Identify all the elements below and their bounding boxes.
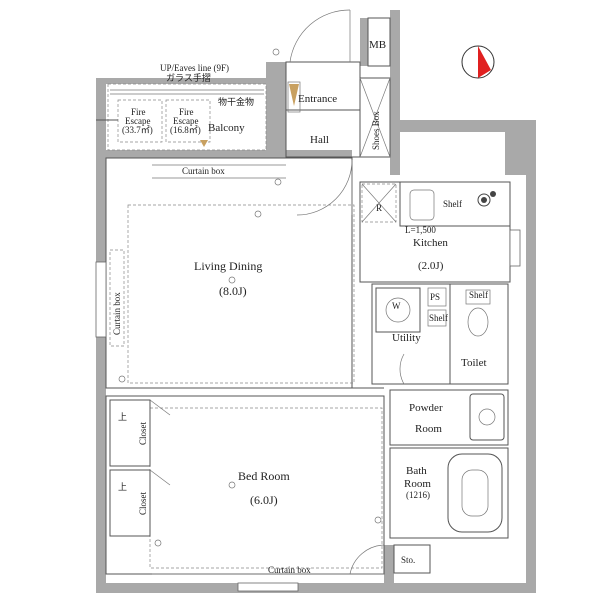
mb-label: MB [369,39,386,51]
light-fixture-icons [118,48,382,547]
upper-note: UP/Eaves line (9F) [160,63,229,73]
fire-escape-1-label-b: Escape [125,116,150,126]
balcony-label: Balcony [208,122,245,134]
toilet-label: Toilet [461,357,487,369]
fire-escape-1-label: Fire [131,107,146,117]
closet-1-label: Closet [138,421,148,445]
living-dining-size: (8.0J) [219,284,247,298]
utility-label: Utility [392,332,421,344]
kitchen-size: (2.0J) [418,260,444,272]
compass-icon [461,45,495,79]
closet-1-jp: 上 [118,412,127,422]
closet-2-label: Closet [138,491,148,515]
entrance-label: Entrance [298,93,337,105]
refrigerator-label: R [376,203,382,213]
powder-room-area [389,389,509,446]
washer-label: W [392,301,401,311]
curtain-box-top-label: Curtain box [182,166,225,176]
toilet-shelf-label: Shelf [469,290,488,300]
fire-escape-2-area: (16.8㎡) [170,125,201,135]
hall-label: Hall [310,134,329,146]
curtain-box-left-label: Curtain box [112,292,122,335]
kitchen-length: L=1,500 [405,225,436,235]
bed-room-area [105,395,385,592]
storage-box [393,544,431,574]
bath-label: Bath [406,465,427,477]
bath-size: (1216) [406,490,430,500]
powder-room-label: Room [415,423,442,435]
storage-label: Sto. [401,555,415,565]
bath-room-label: Room [404,478,431,490]
utility-area [371,283,509,385]
balcony-area [96,83,267,151]
bath-room-area [389,447,509,539]
upper-note-jp: ガラス手摺 [166,72,211,83]
fire-escape-1-area: (33.7㎡) [122,125,153,135]
ps-label: PS [430,292,440,302]
balcony-jp-note: 物干金物 [218,96,254,107]
fire-escape-2-label-b: Escape [173,116,198,126]
curtain-box-bottom-label: Curtain box [268,565,311,575]
powder-label: Powder [409,402,443,414]
kitchen-area [359,181,521,283]
mb-box [367,17,391,67]
living-dining-area [95,157,384,389]
kitchen-label: Kitchen [413,237,448,249]
kitchen-shelf-label: Shelf [443,199,462,209]
bed-room-label: Bed Room [238,469,290,483]
closet-2-jp: 上 [118,482,127,492]
entrance-area [285,9,391,158]
shoes-box-label: Shoes Box [371,111,381,150]
utility-shelf-label: Shelf [429,313,448,323]
fire-escape-2-label: Fire [179,107,194,117]
bed-room-size: (6.0J) [250,493,278,507]
living-dining-label: Living Dining [194,259,262,273]
